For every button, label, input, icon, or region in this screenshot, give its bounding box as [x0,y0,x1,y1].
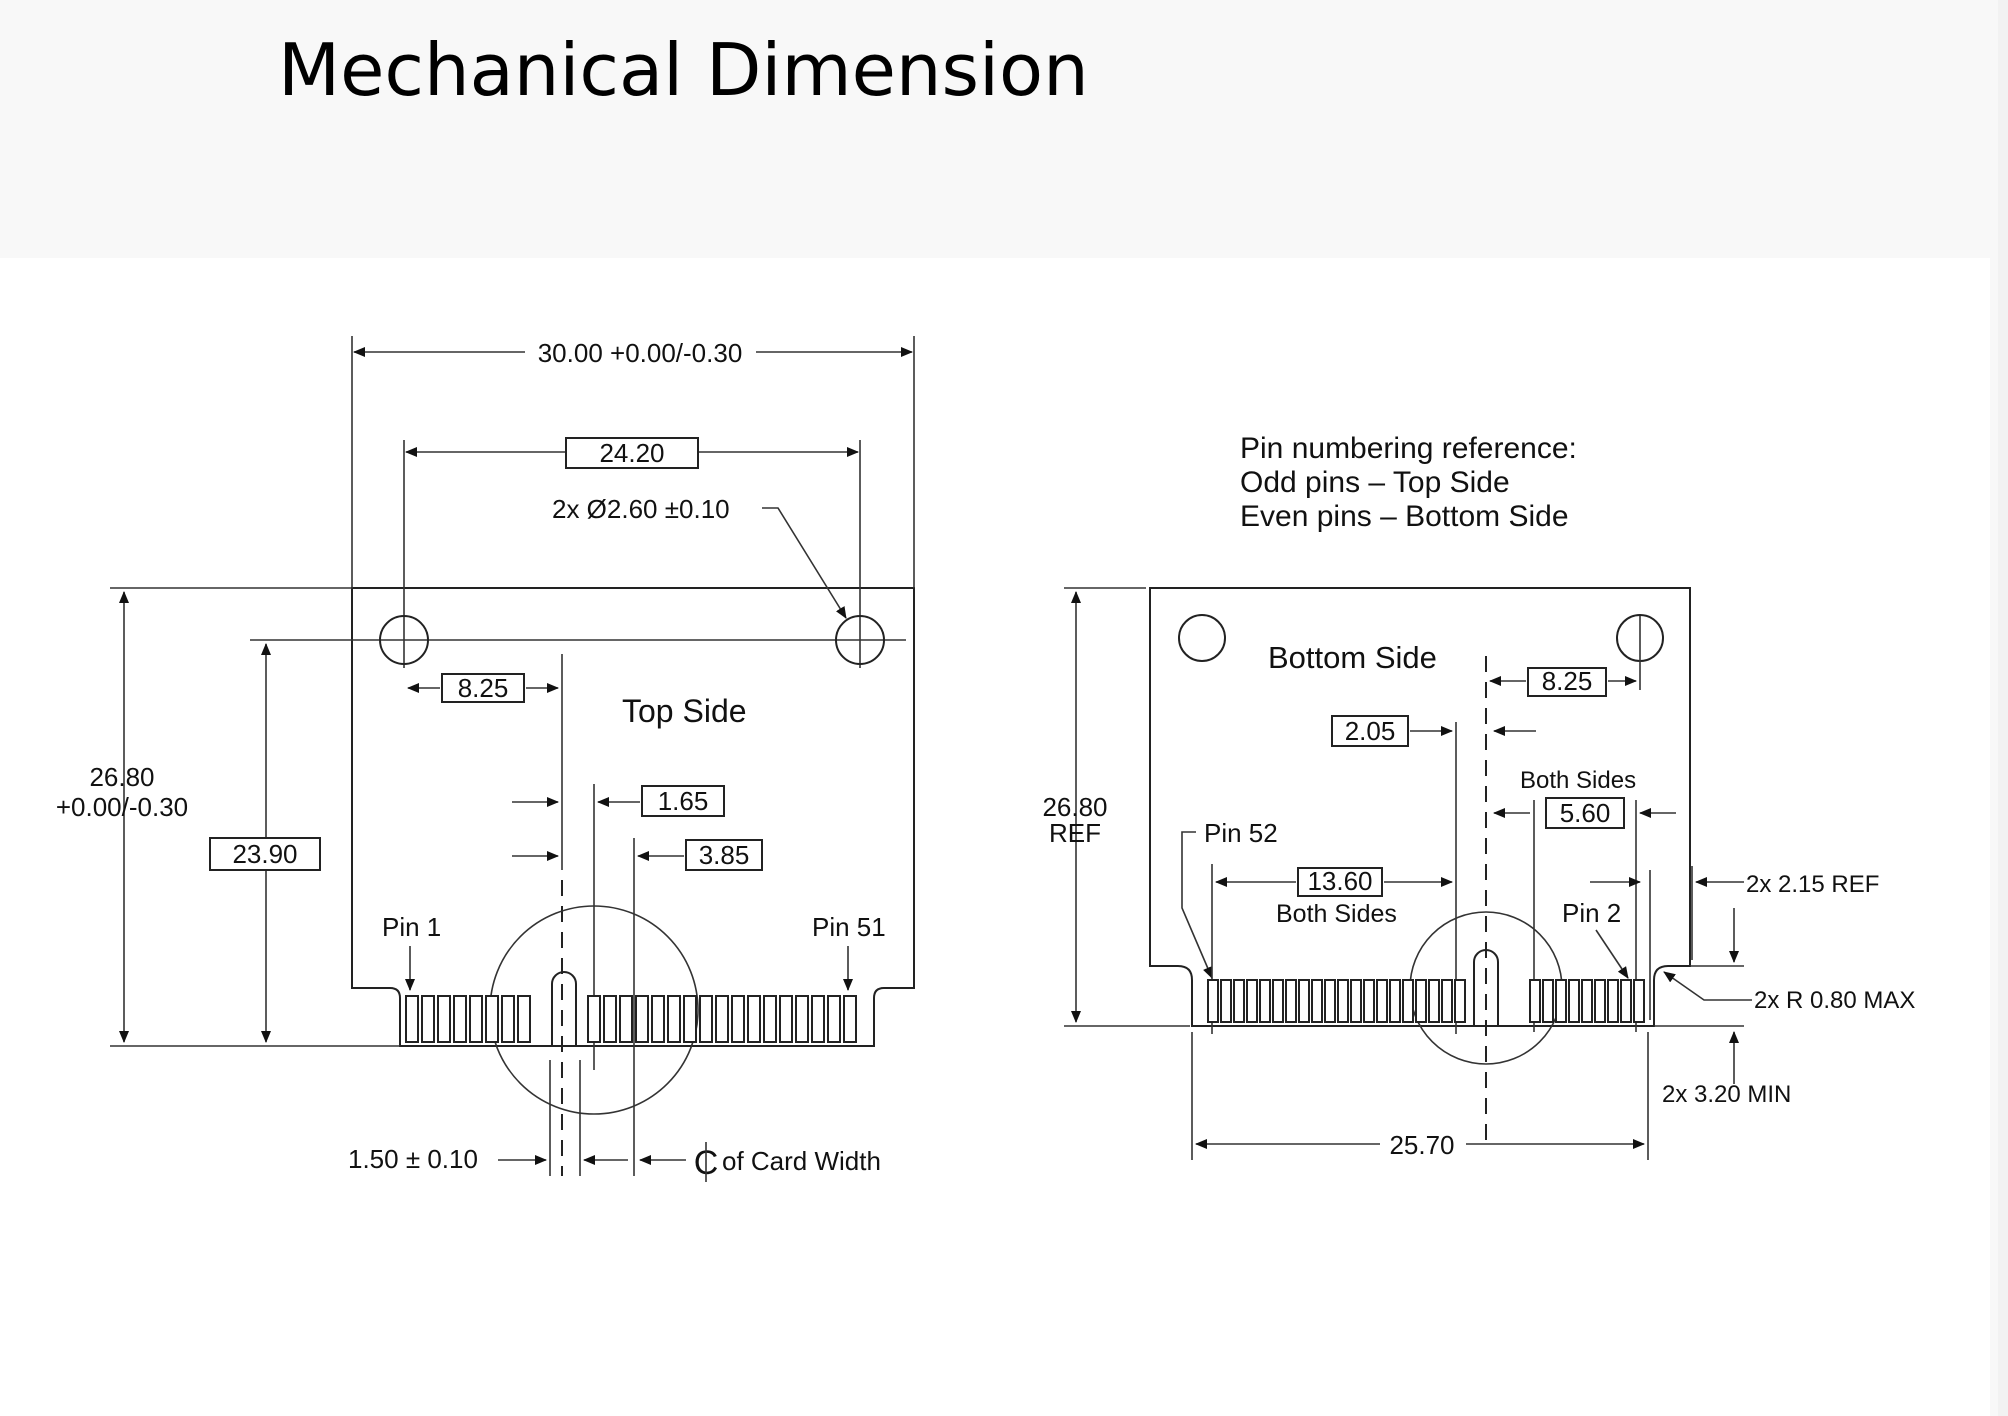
top-centerline-label: of Card Width [722,1146,881,1176]
bottom-notch-radius: 2x R 0.80 MAX [1754,987,1915,1014]
top-mount-hole-right [835,615,885,665]
top-pin-row-right [587,995,857,1043]
pin-reference-note-even: Even pins – Bottom Side [1240,500,1569,533]
bottom-side-view: Pin numbering reference: Odd pins – Top … [1042,432,1915,1160]
bottom-notch-depth: 2x 2.15 REF [1746,871,1879,898]
top-hole-to-key: 8.25 [458,673,509,703]
bottom-pin-row-right [1529,979,1645,1023]
slide-title: Mechanical Dimension [278,28,1089,112]
bottom-height-value: 26.80 [1042,792,1107,822]
top-hole-callout: 2x Ø2.60 ±0.10 [552,494,730,524]
top-overall-width: 30.00 +0.00/-0.30 [538,338,743,368]
bottom-pin-row-left [1207,979,1466,1023]
top-height-tolerance: +0.00/-0.30 [56,792,188,822]
top-hole-to-edge: 23.90 [232,839,297,869]
bottom-key-offset: 2.05 [1345,716,1396,746]
top-pin-last-label: Pin 51 [812,912,886,942]
slide-edge [1998,0,2008,1416]
bottom-pin-first-label: Pin 52 [1204,818,1278,848]
bottom-side-label: Bottom Side [1268,640,1437,675]
pin-reference-note-title: Pin numbering reference: [1240,432,1577,465]
bottom-hole-to-key: 8.25 [1542,666,1593,696]
top-height-value: 26.80 [89,762,154,792]
bottom-long-row-width: 13.60 [1307,866,1372,896]
top-card-outline [351,587,915,1047]
bottom-both-sides-label-a: Both Sides [1520,767,1636,794]
bottom-overall-width: 25.70 [1389,1130,1454,1160]
top-pin-first-label: Pin 1 [382,912,441,942]
top-side-view: 30.00 +0.00/-0.30 24.20 2x Ø2.60 ±0.10 8… [56,336,915,1182]
bottom-pin-last-label: Pin 2 [1562,898,1621,928]
top-hole-spacing: 24.20 [599,438,664,468]
top-key-slot [551,971,577,1046]
centerline-symbol: C [694,1142,718,1182]
bottom-notch-width: 2x 3.20 MIN [1662,1081,1791,1108]
bottom-both-sides-label-b: Both Sides [1276,900,1397,928]
bottom-key-slot [1473,949,1499,1026]
top-key-offset-a: 1.65 [658,786,709,816]
top-key-width: 1.50 ± 0.10 [348,1144,478,1174]
top-mount-hole-left [379,615,429,665]
bottom-height-ref: REF [1049,818,1101,848]
bottom-mount-hole-left [1178,614,1226,662]
top-side-label: Top Side [622,693,747,729]
top-key-offset-b: 3.85 [699,840,750,870]
bottom-short-row-width: 5.60 [1560,798,1611,828]
top-pin-row-left [405,995,531,1043]
drawing-panel [0,258,1990,1416]
pin-reference-note-odd: Odd pins – Top Side [1240,466,1510,499]
